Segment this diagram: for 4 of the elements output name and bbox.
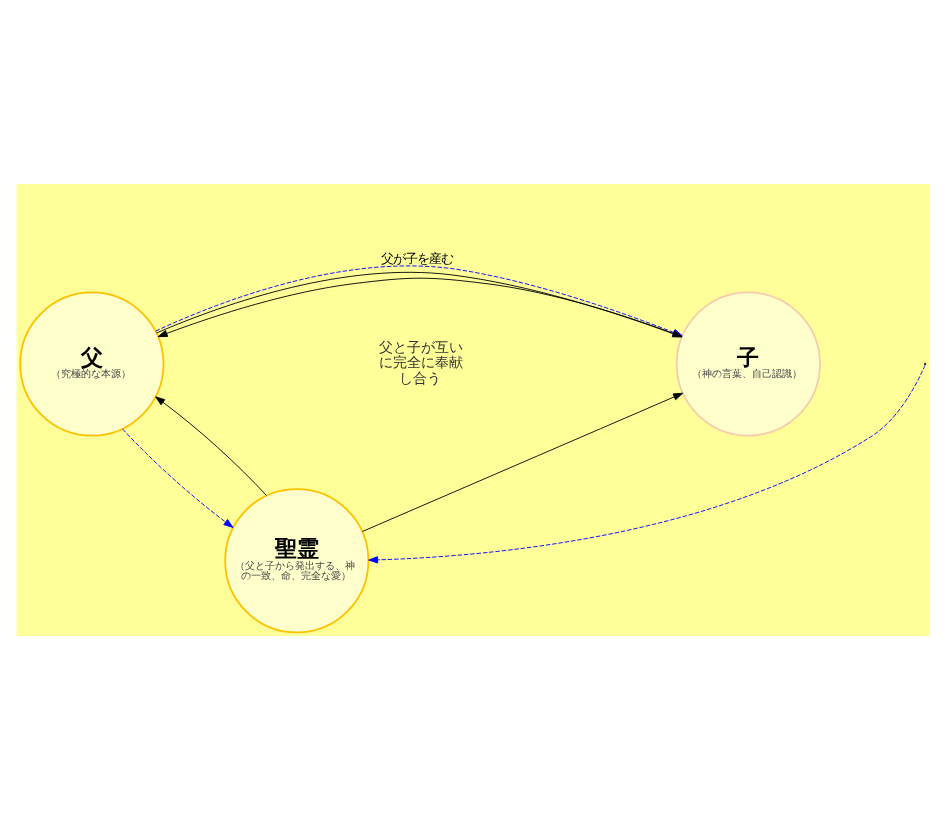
arrow xyxy=(362,392,684,532)
arrow xyxy=(122,428,234,528)
arrow xyxy=(368,364,926,564)
arrow xyxy=(155,396,267,496)
